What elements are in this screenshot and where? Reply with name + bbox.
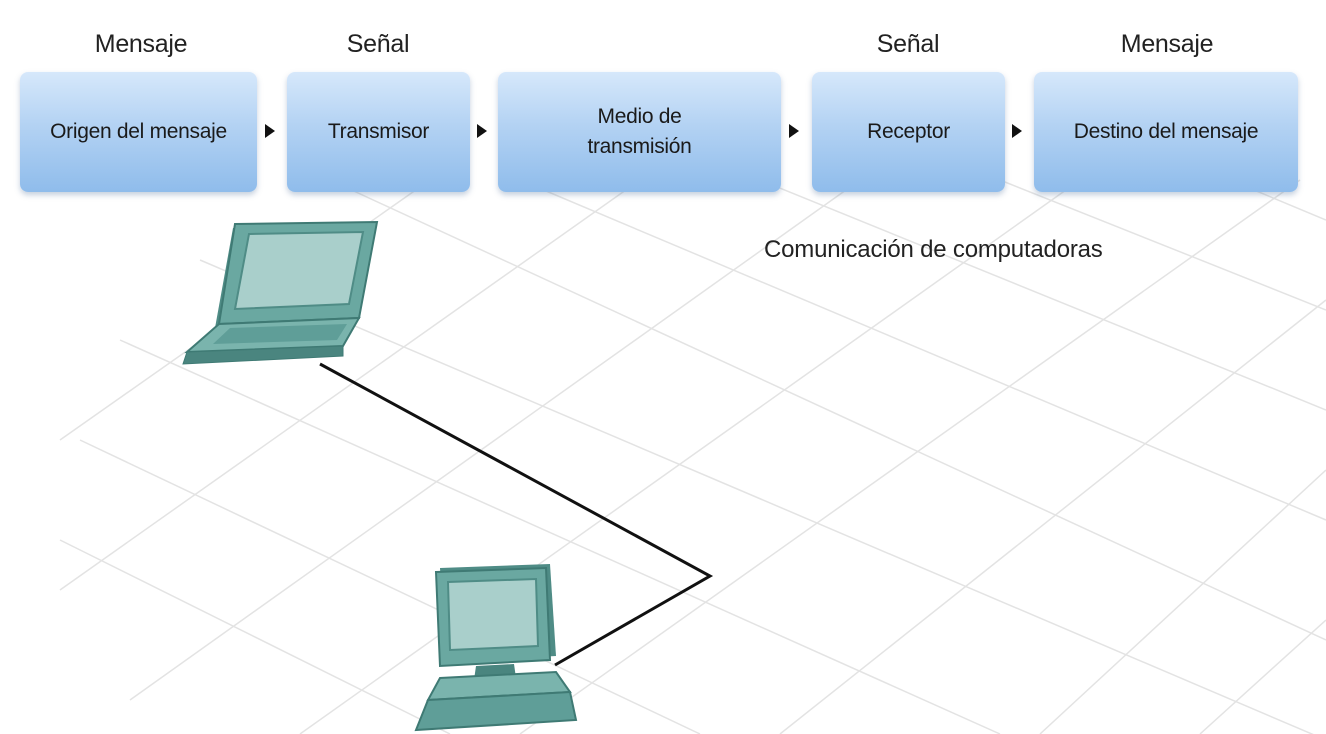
- block-label: Destino del mensaje: [1073, 120, 1259, 143]
- stage-label-message-destination: Mensaje: [1120, 30, 1214, 58]
- arrow-right-icon: [789, 124, 799, 138]
- block-receiver: Receptor: [812, 72, 1005, 192]
- stage-label-signal-receive: Señal: [876, 30, 940, 58]
- arrow-right-icon: [1012, 124, 1022, 138]
- arrow-right-icon: [265, 124, 275, 138]
- block-transmission-medium: Medio de transmisión: [498, 72, 781, 192]
- laptop-icon: [182, 220, 379, 365]
- desktop-computer-icon: [414, 564, 578, 732]
- stage-label-signal-transmit: Señal: [346, 30, 410, 58]
- block-label-line2: transmisión: [587, 135, 692, 158]
- stage-label-message-source: Mensaje: [94, 30, 188, 58]
- block-label: Receptor: [867, 120, 950, 143]
- block-transmitter: Transmisor: [287, 72, 470, 192]
- block-label-line1: Medio de: [597, 105, 682, 128]
- block-label: Transmisor: [327, 120, 430, 143]
- arrow-right-icon: [477, 124, 487, 138]
- block-label: Origen del mensaje: [50, 120, 227, 143]
- diagram-caption: Comunicación de computadoras: [764, 236, 1103, 263]
- block-message-source: Origen del mensaje: [20, 72, 257, 192]
- block-message-destination: Destino del mensaje: [1034, 72, 1298, 192]
